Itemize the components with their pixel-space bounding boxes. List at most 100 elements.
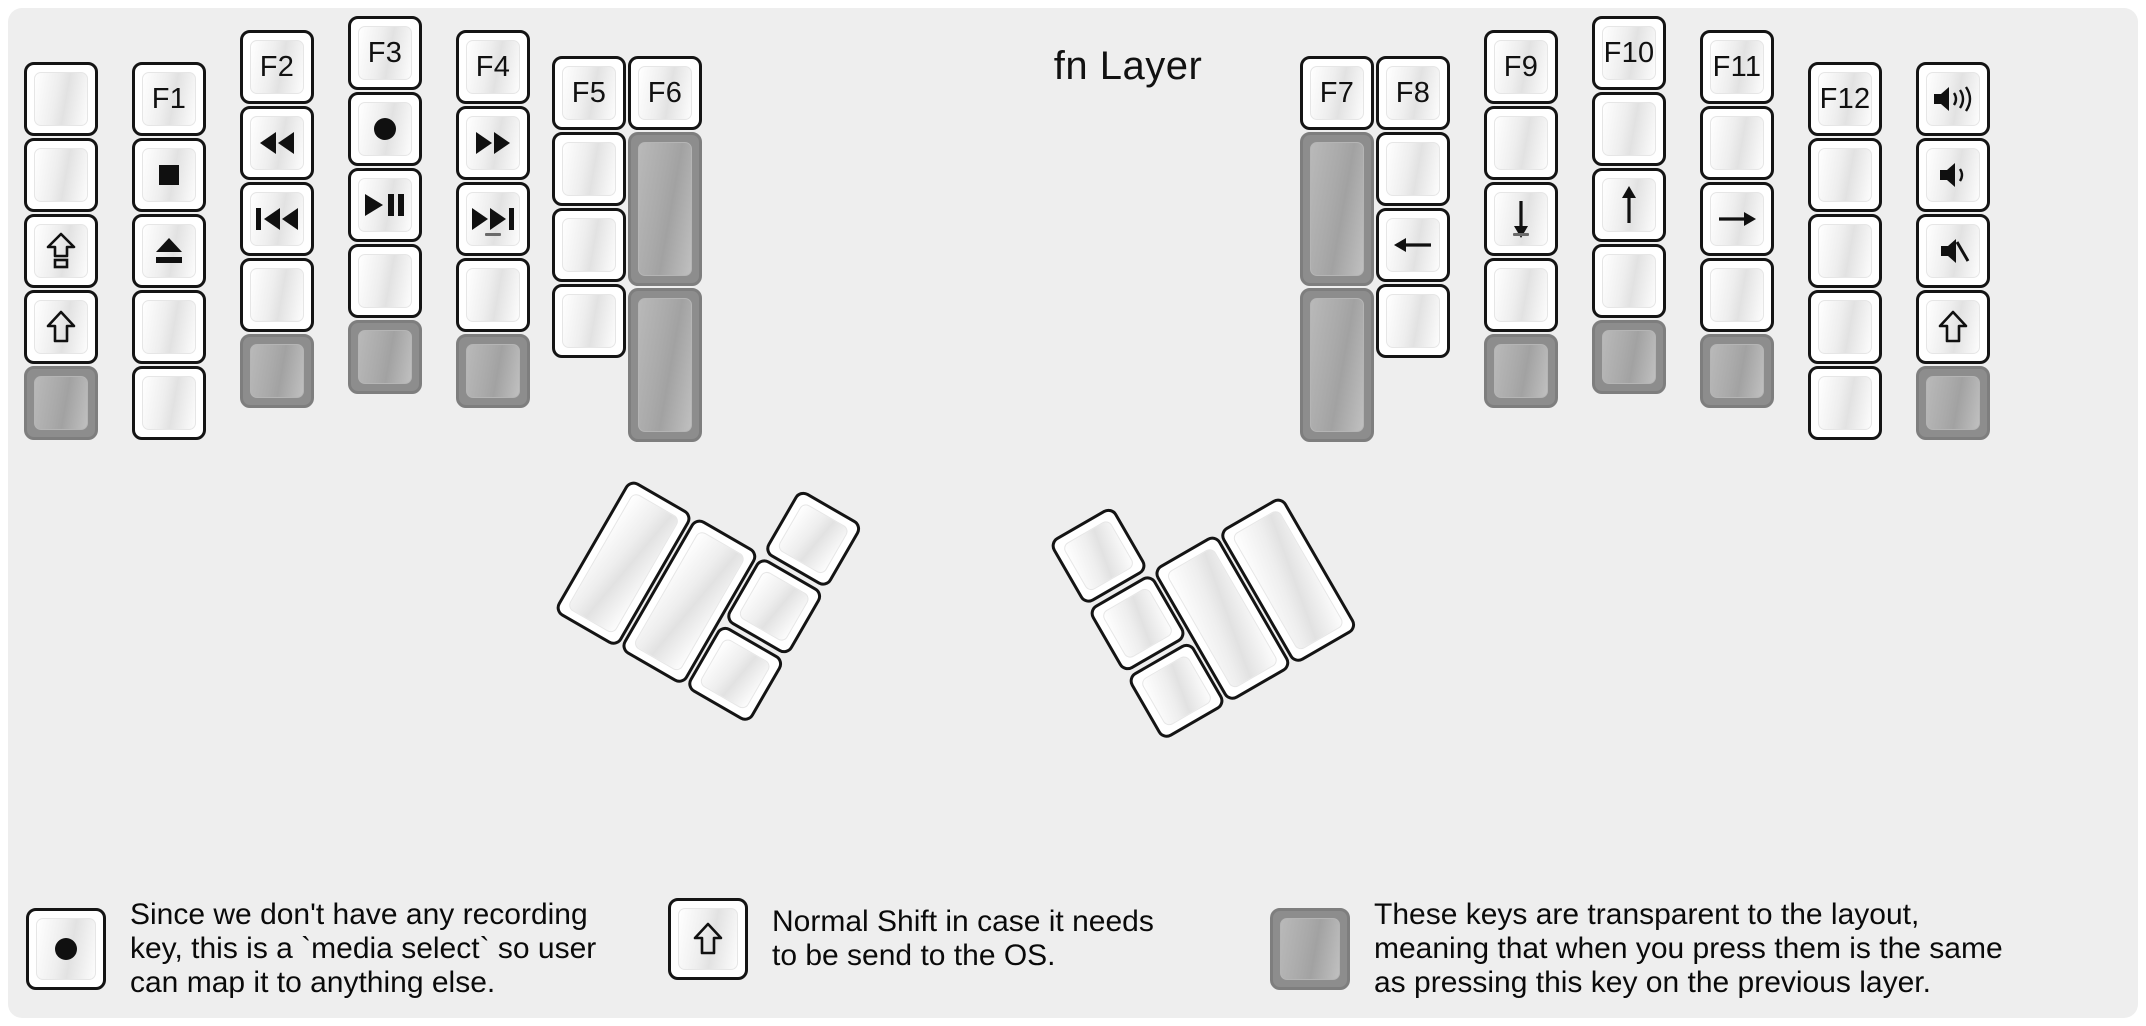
key-left-c3-r2-media-rewind[interactable] xyxy=(240,106,314,180)
key-left-c7-r3-transparent[interactable] xyxy=(628,288,702,442)
key-left-c5-r5-transparent[interactable] xyxy=(456,334,530,408)
arrow-right-icon xyxy=(1716,206,1758,232)
key-right-c1-r2-transparent[interactable] xyxy=(1300,132,1374,286)
key-right-c3-r1-f9[interactable]: F9 xyxy=(1484,30,1558,104)
key-left-c2-r2-media-stop[interactable] xyxy=(132,138,206,212)
media-previous-icon xyxy=(253,204,301,234)
key-right-c6-r1-f12[interactable]: F12 xyxy=(1808,62,1882,136)
key-right-c7-r2-volume-down[interactable] xyxy=(1916,138,1990,212)
key-right-c7-r4-shift[interactable] xyxy=(1916,290,1990,364)
caps-lock-icon xyxy=(46,232,76,270)
key-right-c6-r2[interactable] xyxy=(1808,138,1882,212)
key-cap xyxy=(36,918,96,981)
key-right-c4-r3-arrow-up[interactable] xyxy=(1592,168,1666,242)
key-cap xyxy=(1602,330,1656,384)
key-cap xyxy=(142,148,196,202)
key-cap: F5 xyxy=(562,66,616,120)
key-left-c2-r1-f1[interactable]: F1 xyxy=(132,62,206,136)
legend-item-2: Normal Shift in case it needs to be send… xyxy=(668,898,1154,980)
key-label: F9 xyxy=(1503,50,1539,83)
key-right-c2-r4[interactable] xyxy=(1376,284,1450,358)
key-left-c6-r4[interactable] xyxy=(552,284,626,358)
key-right-c6-r5[interactable] xyxy=(1808,366,1882,440)
key-right-c5-r1-f11[interactable]: F11 xyxy=(1700,30,1774,104)
key-right-c5-r3-arrow-right[interactable] xyxy=(1700,182,1774,256)
key-right-c4-r2[interactable] xyxy=(1592,92,1666,166)
key-cap xyxy=(1386,142,1440,196)
key-left-c2-r3-media-eject[interactable] xyxy=(132,214,206,288)
key-left-c5-r2-media-fast-forward[interactable] xyxy=(456,106,530,180)
key-cap xyxy=(1818,224,1872,278)
key-left-c1-r1[interactable] xyxy=(24,62,98,136)
key-left-c6-r2[interactable] xyxy=(552,132,626,206)
key-left-c3-r4[interactable] xyxy=(240,258,314,332)
key-left-c1-r4-shift[interactable] xyxy=(24,290,98,364)
key-cap: F9 xyxy=(1494,40,1548,94)
key-cap xyxy=(358,102,412,156)
key-left-c6-r3[interactable] xyxy=(552,208,626,282)
key-right-c2-r3-arrow-left[interactable] xyxy=(1376,208,1450,282)
key-cap xyxy=(466,268,520,322)
key-left-c7-r1-f6[interactable]: F6 xyxy=(628,56,702,130)
key-left-c3-r5-transparent[interactable] xyxy=(240,334,314,408)
key-right-c6-r3[interactable] xyxy=(1808,214,1882,288)
key-cap xyxy=(358,254,412,308)
key-cap xyxy=(638,298,692,432)
key-cap xyxy=(1310,142,1364,276)
key-right-c6-r4[interactable] xyxy=(1808,290,1882,364)
key-cap xyxy=(1710,344,1764,398)
key-right-c5-r4[interactable] xyxy=(1700,258,1774,332)
key-right-c1-r1-f7[interactable]: F7 xyxy=(1300,56,1374,130)
key-left-c3-r1-f2[interactable]: F2 xyxy=(240,30,314,104)
key-cap xyxy=(250,116,304,170)
key-left-c1-r2[interactable] xyxy=(24,138,98,212)
key-left-c4-r2-media-record[interactable] xyxy=(348,92,422,166)
page-title: fn Layer xyxy=(1053,44,1203,88)
key-left-c7-r2-transparent[interactable] xyxy=(628,132,702,286)
key-right-c7-r1-volume-up[interactable] xyxy=(1916,62,1990,136)
key-right-c5-r5-transparent[interactable] xyxy=(1700,334,1774,408)
key-cap xyxy=(250,192,304,246)
key-label: F8 xyxy=(1395,76,1431,109)
key-cap: F1 xyxy=(142,72,196,126)
key-right-c3-r5-transparent[interactable] xyxy=(1484,334,1558,408)
key-right-c4-r4[interactable] xyxy=(1592,244,1666,318)
legend-key-2 xyxy=(668,898,748,980)
key-left-c4-r4[interactable] xyxy=(348,244,422,318)
key-cap xyxy=(562,294,616,348)
key-right-c2-r1-f8[interactable]: F8 xyxy=(1376,56,1450,130)
key-right-c7-r3-volume-mute[interactable] xyxy=(1916,214,1990,288)
key-right-c3-r4[interactable] xyxy=(1484,258,1558,332)
key-left-c4-r5-transparent[interactable] xyxy=(348,320,422,394)
key-left-c5-r4[interactable] xyxy=(456,258,530,332)
key-left-c2-r4[interactable] xyxy=(132,290,206,364)
key-right-c3-r3-arrow-down[interactable] xyxy=(1484,182,1558,256)
key-cap xyxy=(34,224,88,278)
key-cap xyxy=(1280,918,1340,981)
arrow-down-icon xyxy=(1508,198,1534,240)
key-left-c5-r3-media-next[interactable] xyxy=(456,182,530,256)
legend-description-1: Since we don't have any recording key, t… xyxy=(130,898,597,1000)
key-right-c4-r1-f10[interactable]: F10 xyxy=(1592,16,1666,90)
key-left-c5-r1-f4[interactable]: F4 xyxy=(456,30,530,104)
key-right-c1-r3-transparent[interactable] xyxy=(1300,288,1374,442)
key-cap xyxy=(1100,586,1175,661)
key-right-c3-r2[interactable] xyxy=(1484,106,1558,180)
key-right-c7-r5-transparent[interactable] xyxy=(1916,366,1990,440)
key-left-c4-r1-f3[interactable]: F3 xyxy=(348,16,422,90)
key-left-c1-r5-transparent[interactable] xyxy=(24,366,98,440)
key-left-c6-r1-f5[interactable]: F5 xyxy=(552,56,626,130)
key-right-c2-r2[interactable] xyxy=(1376,132,1450,206)
right-thumb-cluster xyxy=(1048,495,1359,742)
key-cap xyxy=(1494,192,1548,246)
key-left-c1-r3-caps-lock[interactable] xyxy=(24,214,98,288)
key-cap xyxy=(1494,268,1548,322)
key-label: F10 xyxy=(1603,36,1655,69)
key-right-c5-r2[interactable] xyxy=(1700,106,1774,180)
key-left-c2-r5[interactable] xyxy=(132,366,206,440)
legend-description-2: Normal Shift in case it needs to be send… xyxy=(772,904,1154,972)
key-left-c4-r3-media-play-pause[interactable] xyxy=(348,168,422,242)
key-left-c3-r3-media-previous[interactable] xyxy=(240,182,314,256)
key-right-c4-r5-transparent[interactable] xyxy=(1592,320,1666,394)
